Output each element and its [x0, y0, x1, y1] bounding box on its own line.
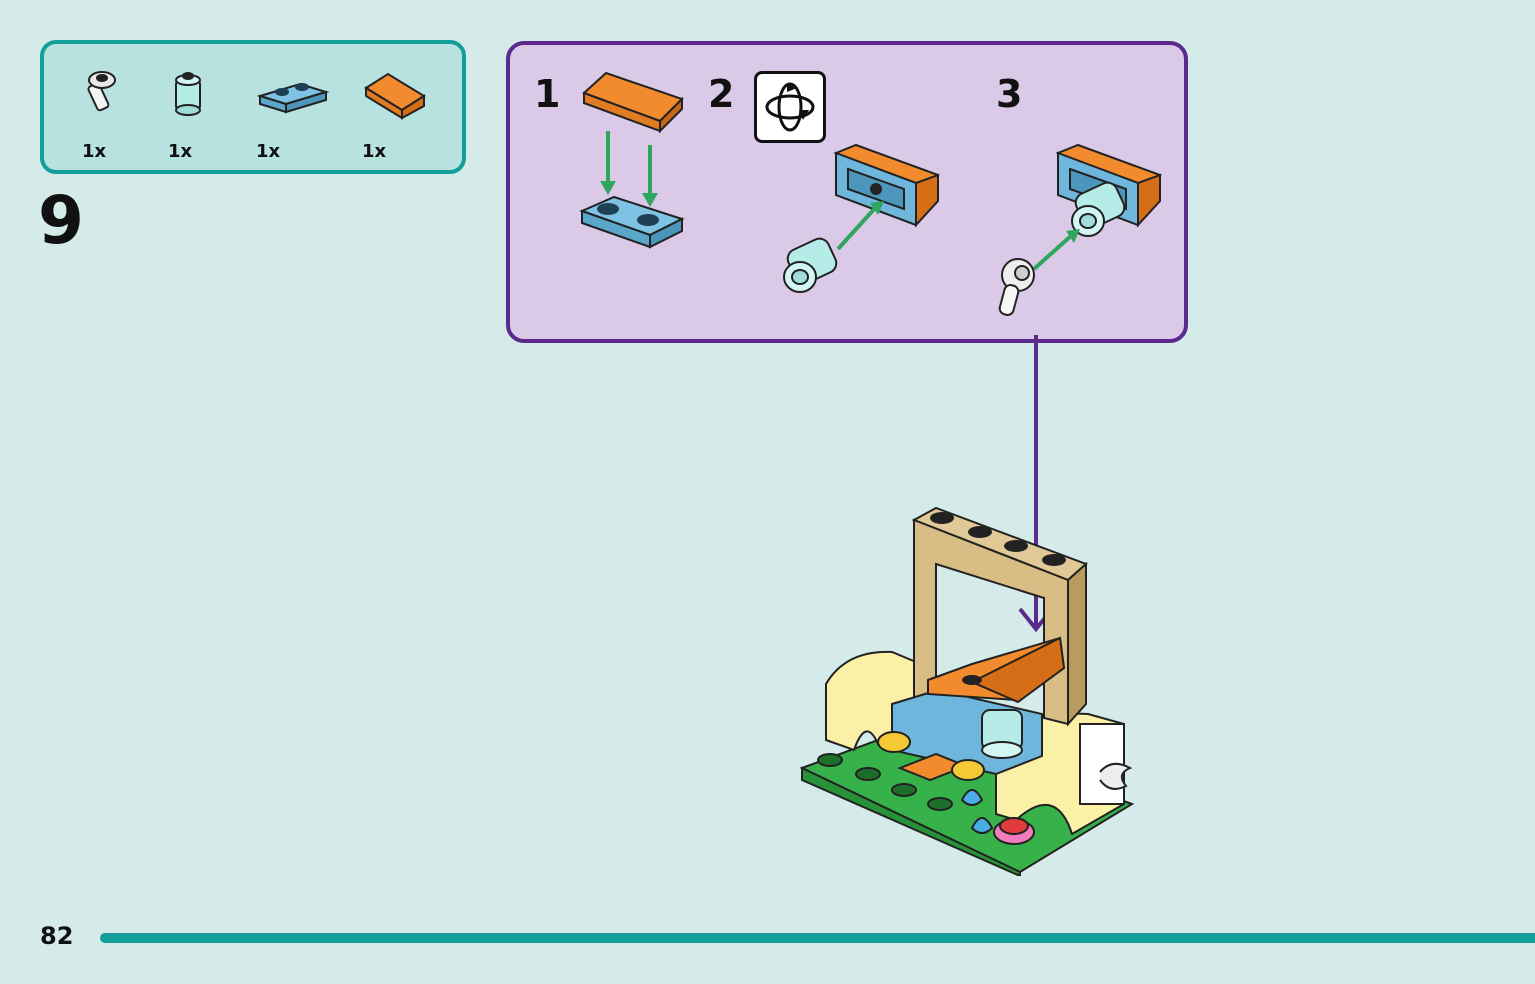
part-quantity: 1x	[362, 141, 387, 162]
slope-1x2-icon	[364, 72, 426, 120]
part-quantity: 1x	[256, 141, 281, 162]
substep-number-1: 1	[534, 72, 561, 116]
part-quantity: 1x	[82, 141, 107, 162]
plate-1x2-icon	[256, 82, 330, 114]
round-brick-icon	[175, 72, 201, 116]
substep-3-illustration	[998, 143, 1162, 316]
page-number: 82	[40, 922, 74, 950]
substep-number-2: 2	[708, 72, 735, 116]
part-quantity: 1x	[168, 141, 193, 162]
model-illustration	[799, 506, 1135, 876]
part-slope-1x2: 1x	[362, 66, 452, 162]
round-tile-with-bar-icon	[87, 71, 116, 112]
substep-callout: 1 2 3	[506, 41, 1188, 343]
substep-2-illustration	[783, 143, 940, 293]
part-plate-1x2: 1x	[256, 66, 346, 162]
part-round-brick: 1x	[168, 66, 258, 162]
part-round-tile-with-bar: 1x	[82, 66, 172, 162]
substep-number-3: 3	[996, 72, 1023, 116]
rotate-model-icon	[754, 71, 826, 143]
parts-list: 1x 1x 1x 1x	[40, 40, 466, 174]
substep-1-illustration	[579, 71, 685, 249]
footer-bar	[100, 933, 1535, 943]
step-number: 9	[38, 182, 84, 259]
